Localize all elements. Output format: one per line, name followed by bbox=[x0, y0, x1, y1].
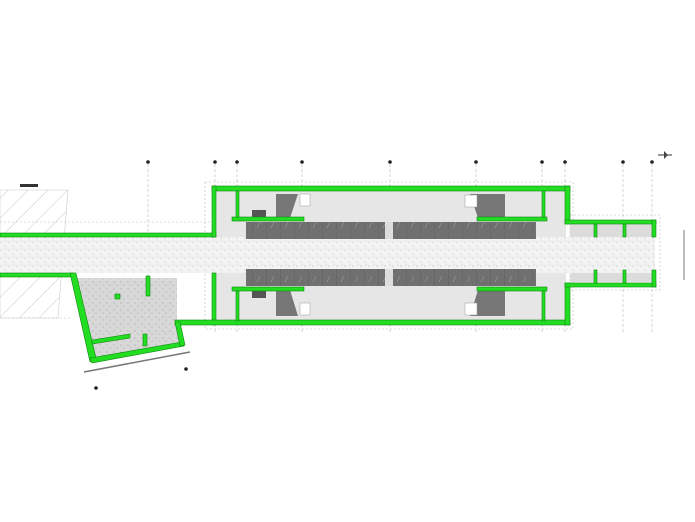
grid-axis-marker bbox=[146, 160, 150, 164]
grid-axis-marker bbox=[388, 160, 392, 164]
stairs bbox=[252, 193, 505, 316]
grid-axis-marker bbox=[621, 160, 625, 164]
structural-walls bbox=[0, 185, 657, 364]
grid-axis-marker bbox=[300, 160, 304, 164]
platforms bbox=[246, 222, 536, 286]
grid-axis-marker bbox=[563, 160, 567, 164]
grid-axis-marker bbox=[184, 367, 188, 371]
grid-axis-marker bbox=[94, 386, 98, 390]
central-concourse bbox=[0, 237, 655, 273]
north-arrow-icon bbox=[658, 151, 672, 159]
grid-axis-marker bbox=[650, 160, 654, 164]
grid-axis-marker bbox=[540, 160, 544, 164]
grid-axis-marker bbox=[235, 160, 239, 164]
annex-edge bbox=[83, 351, 191, 373]
grid-axis-marker bbox=[474, 160, 478, 164]
grid-axis-marker bbox=[213, 160, 217, 164]
